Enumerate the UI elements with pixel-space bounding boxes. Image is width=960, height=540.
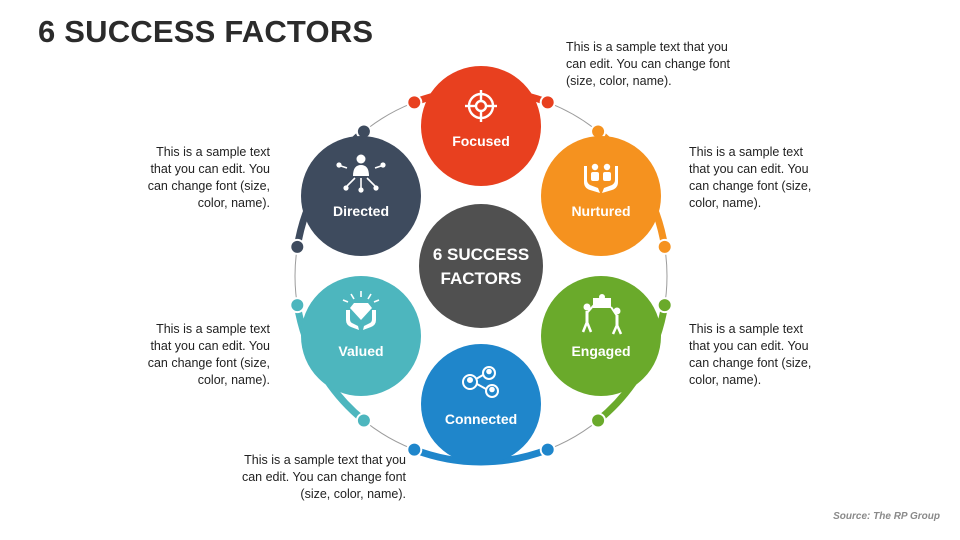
factor-directed[interactable]: Directed: [301, 136, 421, 256]
network-people-icon: [462, 366, 499, 398]
center-title-line1: 6 SUCCESS: [433, 245, 529, 264]
description-directed: This is a sample text that you can edit.…: [147, 145, 270, 210]
factor-nurtured[interactable]: Nurtured: [541, 136, 661, 256]
hands-people-icon: [584, 163, 618, 193]
factor-label-nurtured: Nurtured: [571, 203, 630, 219]
description-valued: This is a sample text that you can edit.…: [147, 322, 270, 387]
arc-dot-directed-1: [289, 238, 306, 255]
factor-valued[interactable]: Valued: [301, 276, 421, 396]
factor-label-connected: Connected: [445, 411, 517, 427]
description-focused: This is a sample text that you can edit.…: [566, 40, 731, 88]
description-nurtured: This is a sample text that you can edit.…: [689, 145, 812, 210]
arc-dot-connected-1: [539, 441, 556, 458]
arc-dot-valued-1: [355, 412, 372, 429]
arc-dot-connected-2: [406, 441, 423, 458]
arc-dot-focused-2: [539, 94, 556, 111]
arc-dot-engaged-2: [590, 412, 607, 429]
puzzle-people-icon: [581, 294, 623, 335]
center-circle: 6 SUCCESS FACTORS: [419, 204, 543, 328]
factor-connected[interactable]: Connected: [421, 344, 541, 464]
factor-label-focused: Focused: [452, 133, 510, 149]
target-icon: [465, 90, 497, 122]
arc-dot-engaged-1: [656, 297, 673, 314]
factor-label-valued: Valued: [338, 343, 383, 359]
person-network-icon: [336, 154, 386, 193]
factor-engaged[interactable]: Engaged: [541, 276, 661, 396]
center-title-line2: FACTORS: [441, 269, 522, 288]
factor-label-engaged: Engaged: [571, 343, 630, 359]
description-engaged: This is a sample text that you can edit.…: [689, 322, 812, 387]
arc-dot-focused-1: [406, 94, 423, 111]
factor-focused[interactable]: Focused: [421, 66, 541, 186]
description-connected: This is a sample text that you can edit.…: [241, 453, 406, 501]
factor-label-directed: Directed: [333, 203, 389, 219]
arc-dot-nurtured-2: [656, 238, 673, 255]
arc-dot-valued-2: [289, 297, 306, 314]
diamond-hands-icon: [342, 291, 380, 330]
source-note: Source: The RP Group: [833, 511, 940, 522]
page-title: 6 SUCCESS FACTORS: [38, 14, 374, 49]
